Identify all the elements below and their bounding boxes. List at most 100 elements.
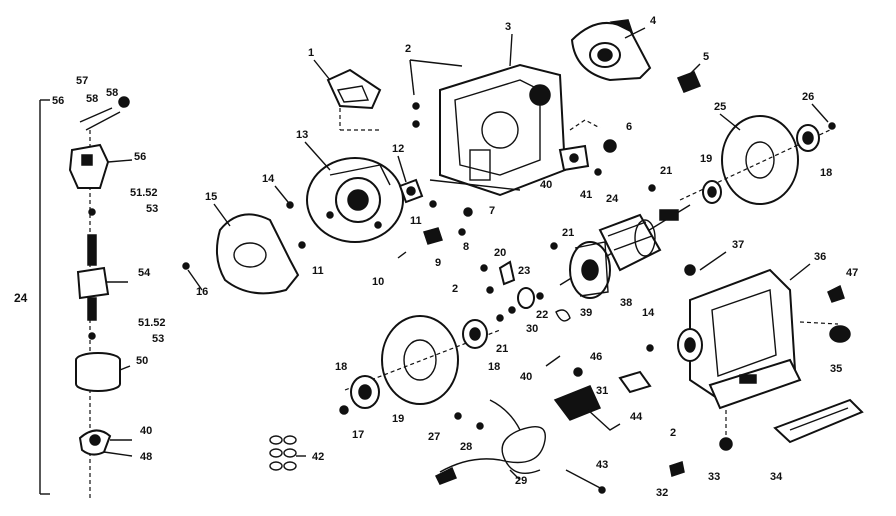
callout-50: 50 [136, 355, 148, 367]
callout-32: 32 [656, 487, 668, 499]
leader-lines [103, 27, 829, 481]
callout-2b: 2 [452, 283, 458, 295]
grinding-wheel-19-left [344, 315, 501, 405]
callout-19a: 19 [392, 413, 404, 425]
callout-21b: 21 [562, 227, 574, 239]
callout-10: 10 [372, 276, 384, 288]
label-plate-1 [326, 68, 382, 110]
callout-18a: 18 [335, 361, 347, 373]
callout-13: 13 [296, 129, 308, 141]
screw-43 [565, 469, 605, 491]
screw-16 [182, 262, 190, 270]
screw-11 [298, 241, 306, 249]
screw-10 [397, 251, 407, 259]
screw-lead-2 [409, 59, 463, 67]
grinding-wheel-25-right [679, 115, 831, 205]
callout-11b: 11 [410, 215, 422, 227]
clip-22 [555, 309, 571, 322]
base-housing-37 [677, 268, 802, 410]
callout-33: 33 [708, 471, 720, 483]
screw-46 [573, 367, 583, 377]
flange-18-left [350, 375, 380, 409]
power-cord-29 [434, 399, 546, 485]
callout-37: 37 [732, 239, 744, 251]
callout-35: 35 [830, 363, 842, 375]
callout-labels: 1 2 3 4 5 6 7 8 9 10 11 11 12 13 14 14 1… [14, 15, 858, 499]
callout-39: 39 [580, 307, 592, 319]
callout-12: 12 [392, 143, 404, 155]
tray-34 [773, 398, 864, 444]
callout-2c: 2 [670, 427, 676, 439]
callout-38: 38 [620, 297, 632, 309]
callout-22: 22 [536, 309, 548, 321]
callout-43: 43 [596, 459, 608, 471]
callout-27: 27 [428, 431, 440, 443]
foot-35 [829, 325, 851, 343]
callout-40c: 40 [520, 371, 532, 383]
flange-19-right [702, 180, 722, 204]
callout-40b: 40 [140, 425, 152, 437]
callout-51-52a: 51.52 [130, 187, 158, 199]
armature-24 [559, 204, 691, 286]
screw-21a [648, 184, 656, 192]
callout-23: 23 [518, 265, 530, 277]
wheel-guard-4 [570, 19, 652, 82]
callout-56b: 56 [134, 151, 146, 163]
fan-39 [569, 241, 611, 299]
callout-18b: 18 [488, 361, 500, 373]
callout-3: 3 [505, 21, 511, 33]
screw-21b [550, 242, 558, 250]
callout-20: 20 [494, 247, 506, 259]
callout-30: 30 [526, 323, 538, 335]
callout-57: 57 [76, 75, 88, 87]
callout-5: 5 [703, 51, 709, 63]
callout-54: 54 [138, 267, 151, 279]
motor-housing-3 [429, 63, 567, 197]
callout-56a: 56 [52, 95, 64, 107]
collar-54 [76, 266, 110, 300]
callout-18c: 18 [820, 167, 832, 179]
callout-14b: 14 [642, 307, 655, 319]
callout-25: 25 [714, 101, 726, 113]
top-center-parts [326, 59, 463, 131]
bearing-50 [75, 360, 121, 392]
callout-46: 46 [590, 351, 602, 363]
plug-9 [423, 227, 443, 245]
fasteners [182, 122, 836, 430]
screw-14b [646, 344, 654, 352]
callout-58b: 58 [106, 87, 118, 99]
callout-41: 41 [580, 189, 592, 201]
callout-6: 6 [626, 121, 632, 133]
callout-1: 1 [308, 47, 314, 59]
callout-15: 15 [205, 191, 217, 203]
callout-17: 17 [352, 429, 364, 441]
callout-11a: 11 [312, 265, 324, 277]
callout-21a: 21 [660, 165, 672, 177]
foot-33 [719, 437, 733, 451]
flange-18-right [796, 124, 820, 152]
callout-53a: 53 [146, 203, 158, 215]
callout-47: 47 [846, 267, 858, 279]
screw-58 [118, 96, 130, 108]
bearing-23 [517, 287, 535, 309]
nut-17 [339, 405, 349, 415]
callout-40a: 40 [540, 179, 552, 191]
foot-47 [827, 284, 845, 303]
callout-48: 48 [140, 451, 152, 463]
callout-9: 9 [435, 257, 441, 269]
clip-5 [677, 71, 701, 93]
callout-36: 36 [814, 251, 826, 263]
guard-plate-15 [215, 213, 300, 295]
callout-26: 26 [802, 91, 814, 103]
washer-30 [508, 306, 516, 314]
callout-58a: 58 [86, 93, 98, 105]
callout-14a: 14 [262, 173, 275, 185]
washers-42 [269, 435, 297, 471]
shaft-54 [87, 234, 97, 266]
callout-2: 2 [405, 43, 411, 55]
callout-24b: 24 [606, 193, 619, 205]
screw-11b [429, 200, 437, 208]
screw-7 [463, 207, 473, 217]
callout-31: 31 [596, 385, 608, 397]
